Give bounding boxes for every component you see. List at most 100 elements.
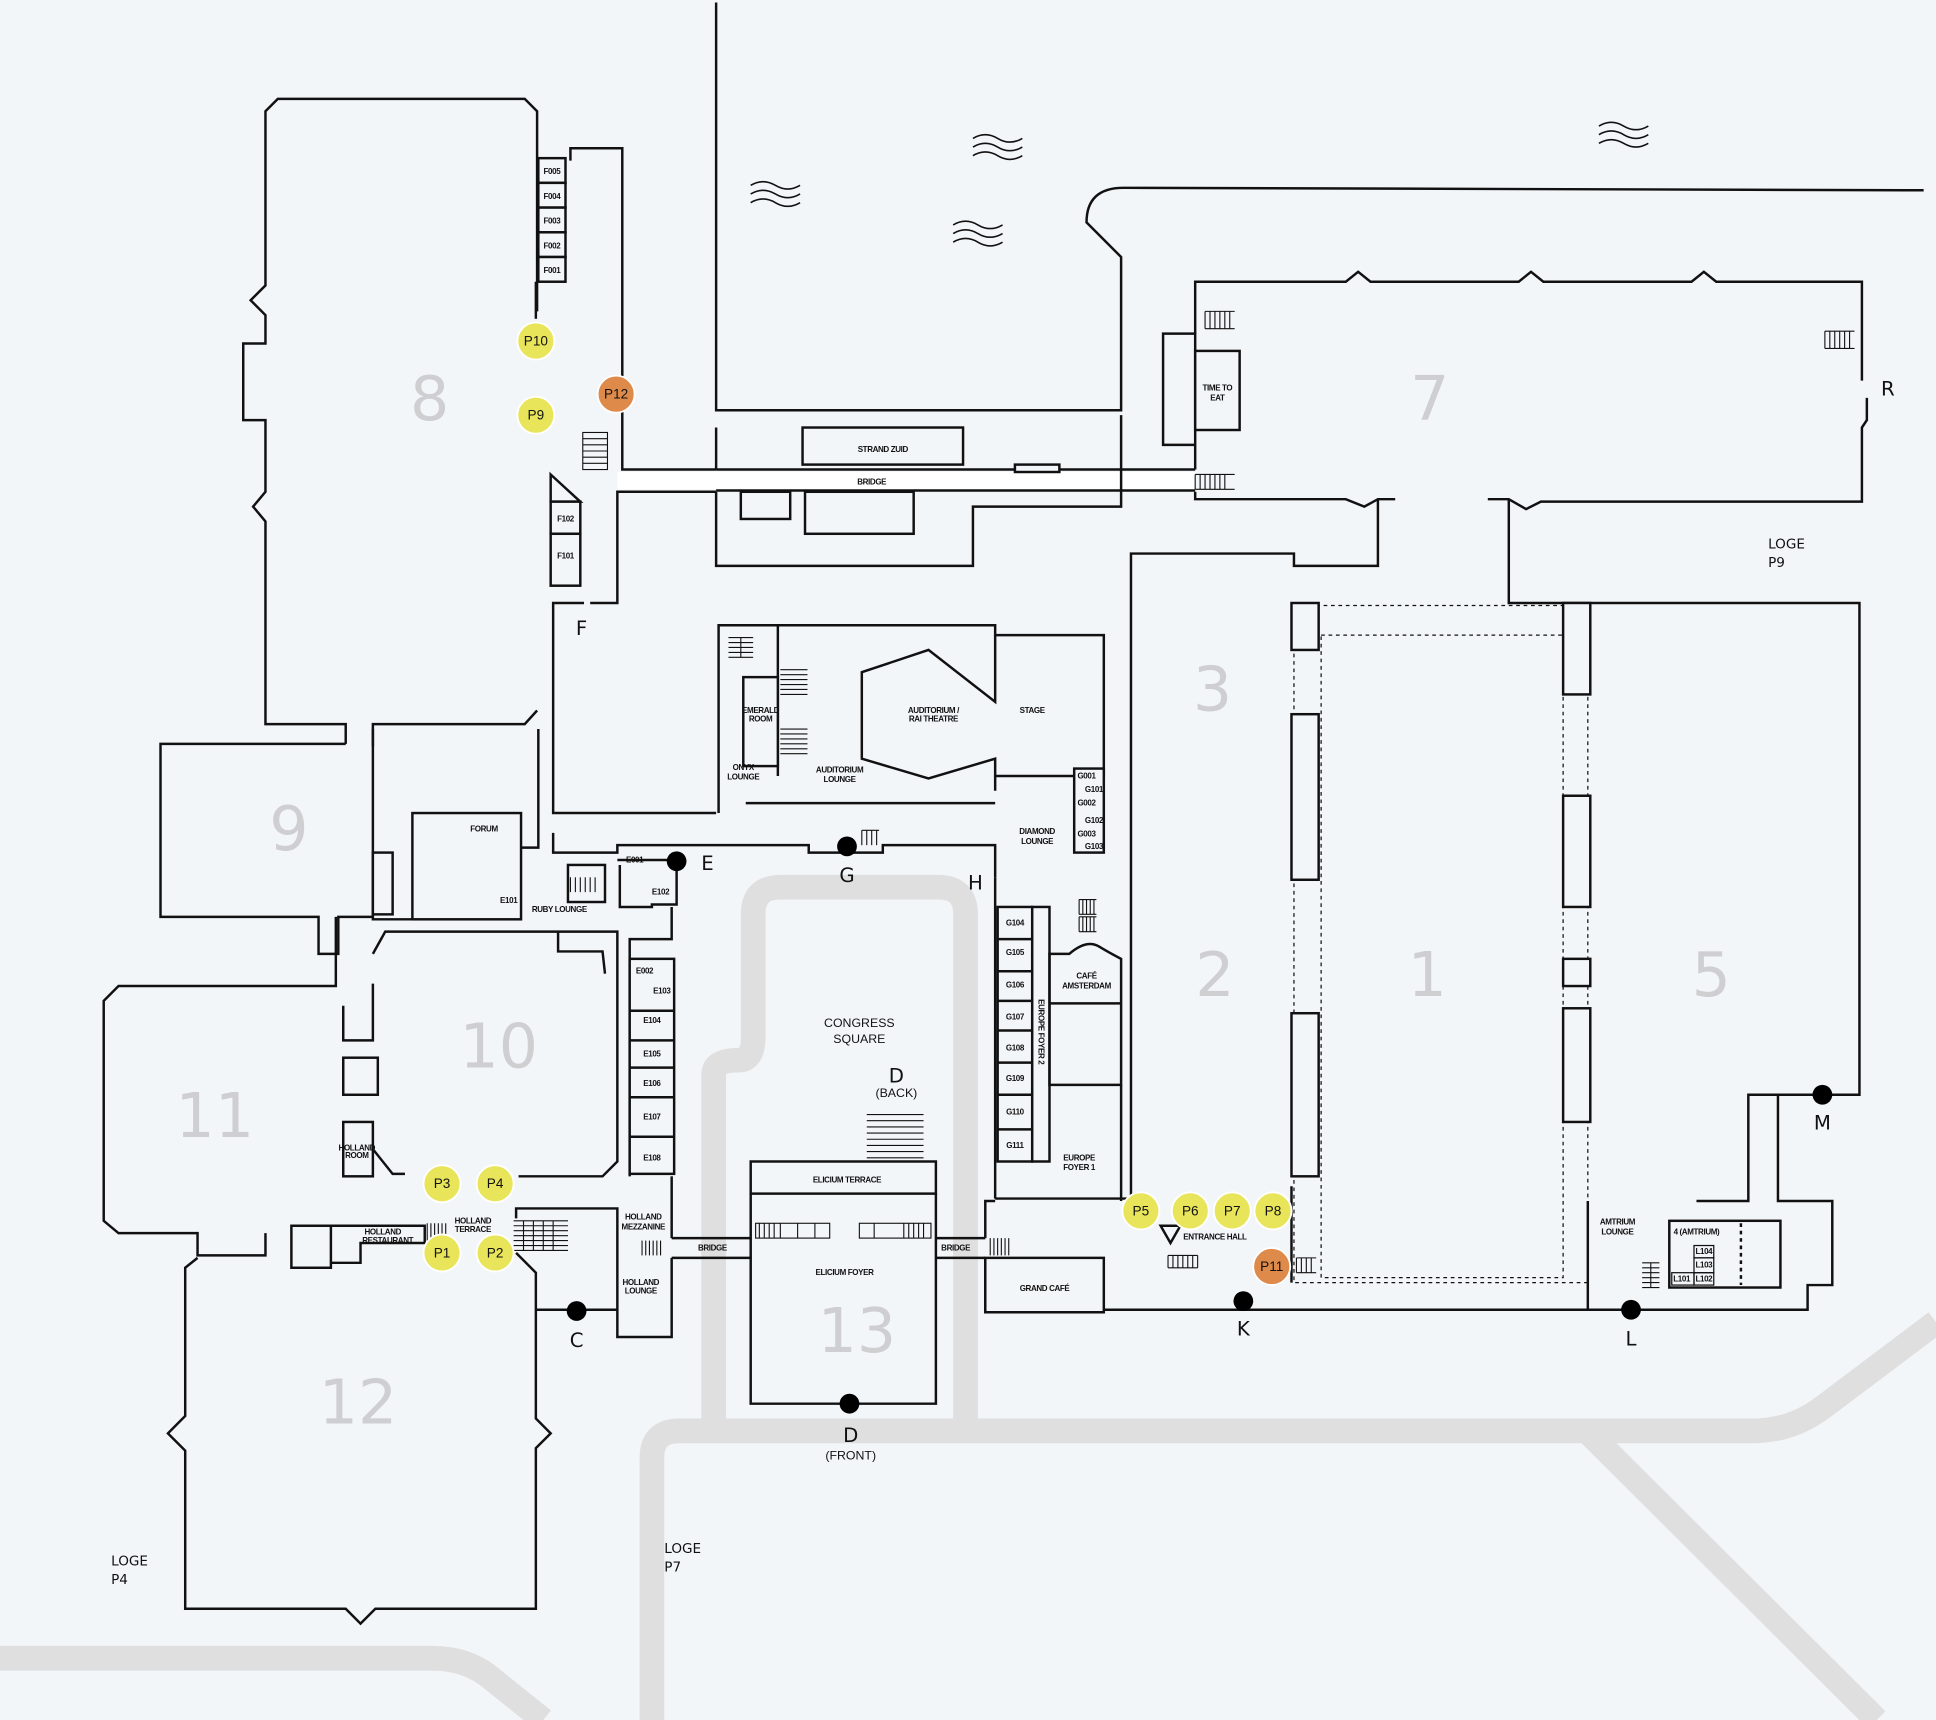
pin-p8-label: P8: [1265, 1203, 1282, 1218]
stairs-icon: [1824, 330, 1855, 350]
label-europe-foyer-1a: EUROPE: [1063, 1153, 1096, 1162]
room-l104: L104: [1695, 1247, 1713, 1256]
room-g111: G111: [1006, 1141, 1024, 1150]
entrance-m-label: M: [1814, 1111, 1831, 1134]
label-elicium-terrace: ELICIUM TERRACE: [813, 1175, 882, 1184]
stairs-icon: [1167, 1254, 1199, 1269]
label-holland-terrace-1: HOLLAND: [455, 1216, 492, 1225]
label-cafe-2: AMSTERDAM: [1062, 982, 1111, 991]
label-time-to-eat-2: EAT: [1210, 393, 1225, 402]
label-congress-2: SQUARE: [833, 1032, 885, 1046]
label-time-to-eat-1: TIME TO: [1203, 383, 1233, 392]
entrance-c-label: C: [570, 1329, 584, 1352]
pin-p11[interactable]: P11: [1252, 1247, 1292, 1286]
holland-restaurant-left: [290, 1224, 333, 1269]
stairs-icon: [780, 669, 808, 695]
room-g105: G105: [1006, 948, 1025, 957]
room-g002: G002: [1077, 799, 1096, 808]
room-e105: E105: [643, 1049, 661, 1058]
pin-p10[interactable]: P10: [516, 321, 556, 361]
entrance-d-front-dot: [839, 1393, 860, 1414]
hall-numbers: 8 7 3 9 2 1 5 10 11 12 13: [176, 363, 1731, 1438]
entrance-m-dot: [1812, 1084, 1833, 1105]
pin-p5-label: P5: [1133, 1203, 1150, 1218]
label-holland-mezz-1: HOLLAND: [625, 1213, 662, 1222]
room-e107: E107: [643, 1112, 661, 1121]
pin-p6[interactable]: P6: [1170, 1191, 1210, 1231]
entrance-e-dot: [666, 851, 687, 872]
pin-p1[interactable]: P1: [422, 1233, 462, 1273]
parking-pins: P1 P2 P3 P4 P5 P6 P7 P8 P9 P10 P11 P12: [422, 321, 1293, 1286]
hall-12-number: 12: [319, 1366, 398, 1438]
room-f003: F003: [544, 217, 562, 226]
entrance-l-dot: [1621, 1299, 1641, 1320]
pin-p3[interactable]: P3: [422, 1164, 462, 1204]
label-bridge-left: BRIDGE: [698, 1243, 728, 1252]
stairs-icon: [1078, 916, 1097, 933]
amtrium-room: [1668, 1219, 1782, 1289]
pin-p11-label: P11: [1260, 1259, 1283, 1274]
room-g107: G107: [1006, 1012, 1025, 1021]
room-g003: G003: [1077, 830, 1096, 839]
room-f004: F004: [544, 192, 562, 201]
entrance-g-dot: [837, 836, 857, 857]
room-f001: F001: [544, 266, 562, 275]
label-holland-room-2: ROOM: [345, 1151, 369, 1160]
pin-p3-label: P3: [434, 1176, 451, 1191]
entrance-f-label: F: [576, 617, 587, 640]
label-holland-lounge-1: HOLLAND: [623, 1278, 660, 1287]
roads: [0, 874, 1936, 1720]
entrance-g-label: G: [839, 864, 854, 887]
pin-p8[interactable]: P8: [1253, 1191, 1293, 1231]
pin-p12[interactable]: P12: [596, 374, 636, 414]
room-e002: E002: [636, 967, 654, 976]
label-auditorium-1: AUDITORIUM /: [908, 706, 960, 715]
label-forum: FORUM: [470, 825, 498, 834]
room-f102: F102: [557, 514, 575, 523]
forum-room: [411, 811, 523, 921]
stairs-icon: [858, 1222, 932, 1239]
label-diamond-1: DIAMOND: [1019, 827, 1055, 836]
room-g108: G108: [1006, 1043, 1025, 1052]
pin-p7-label: P7: [1224, 1203, 1241, 1218]
e-column-rooms: E002 E103 E104 E105 E106 E107 E108: [629, 967, 675, 1162]
stairs-icon: [1194, 473, 1235, 490]
pin-p12-label: P12: [604, 387, 628, 402]
room-f101: F101: [557, 552, 575, 561]
grand-cafe: [984, 1256, 1106, 1314]
label-grand-cafe: GRAND CAFÉ: [1020, 1284, 1071, 1293]
label-amtrium: 4 (AMTRIUM): [1674, 1227, 1720, 1236]
pin-p9[interactable]: P9: [516, 395, 556, 435]
pin-p7[interactable]: P7: [1212, 1191, 1252, 1231]
label-congress-1: CONGRESS: [824, 1016, 895, 1030]
label-onyx-1: ONYX: [733, 763, 755, 772]
room-g109: G109: [1006, 1074, 1025, 1083]
stairs-icon: [728, 637, 754, 658]
room-e101: E101: [500, 896, 518, 905]
entrance-d-back-sub: (BACK): [875, 1086, 917, 1100]
stairs-icon: [582, 431, 609, 471]
pin-p5[interactable]: P5: [1121, 1191, 1161, 1231]
entrance-d-back-label: D: [889, 1064, 904, 1087]
entrance-k-dot: [1233, 1291, 1254, 1312]
label-holland-terrace-2: TERRACE: [455, 1225, 492, 1234]
hall-3-number: 3: [1193, 653, 1232, 725]
water-icons: [750, 121, 1649, 247]
loge-p7-label: LOGE: [664, 1541, 701, 1557]
elicium-terrace: [749, 1160, 938, 1195]
pin-p4[interactable]: P4: [475, 1164, 515, 1204]
g-corridor-rooms: G104 G105 G106 G107 G108 G109 G110 G111 …: [997, 918, 1045, 1150]
room-g102: G102: [1085, 816, 1104, 825]
time-to-eat: [1193, 349, 1241, 432]
room-g001: G001: [1077, 771, 1096, 780]
wave-icon: [750, 180, 801, 208]
pin-p2-label: P2: [487, 1245, 504, 1260]
pin-p2[interactable]: P2: [475, 1233, 515, 1273]
hall-5-number: 5: [1692, 939, 1731, 1011]
emerald-room: [742, 675, 780, 768]
hall-8-number: 8: [410, 363, 449, 435]
stairs-icon: [989, 1238, 1010, 1256]
label-emerald-1: EMERALD: [742, 706, 780, 715]
loge-p4-sub: P4: [111, 1572, 128, 1588]
